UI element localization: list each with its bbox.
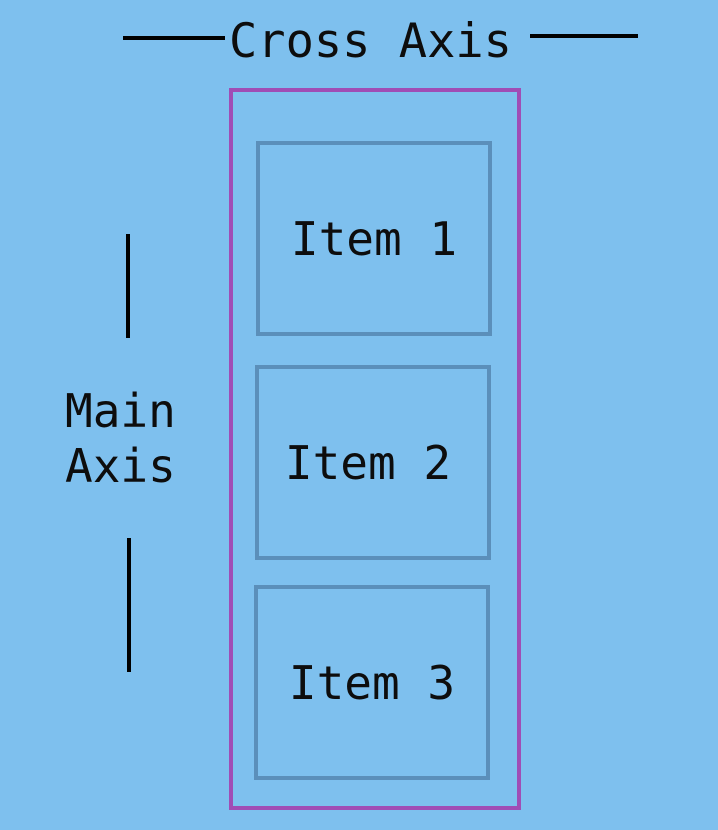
main-axis-bottom-line: [127, 538, 131, 672]
flex-item-1: Item 1: [256, 141, 492, 336]
flex-container: [229, 88, 521, 810]
cross-axis-left-line: [123, 36, 225, 40]
main-axis-label-line1: Main: [65, 384, 176, 438]
cross-axis-label: Cross Axis: [229, 14, 512, 69]
flex-item-2: Item 2: [255, 365, 491, 560]
main-axis-label-line2: Axis: [65, 439, 176, 493]
cross-axis-right-line: [530, 34, 638, 38]
flex-item-3: Item 3: [254, 585, 490, 780]
flex-item-label: Item 2: [284, 435, 452, 490]
flex-item-label: Item 1: [290, 211, 458, 266]
main-axis-top-line: [126, 234, 130, 338]
flex-item-label: Item 3: [288, 655, 456, 710]
